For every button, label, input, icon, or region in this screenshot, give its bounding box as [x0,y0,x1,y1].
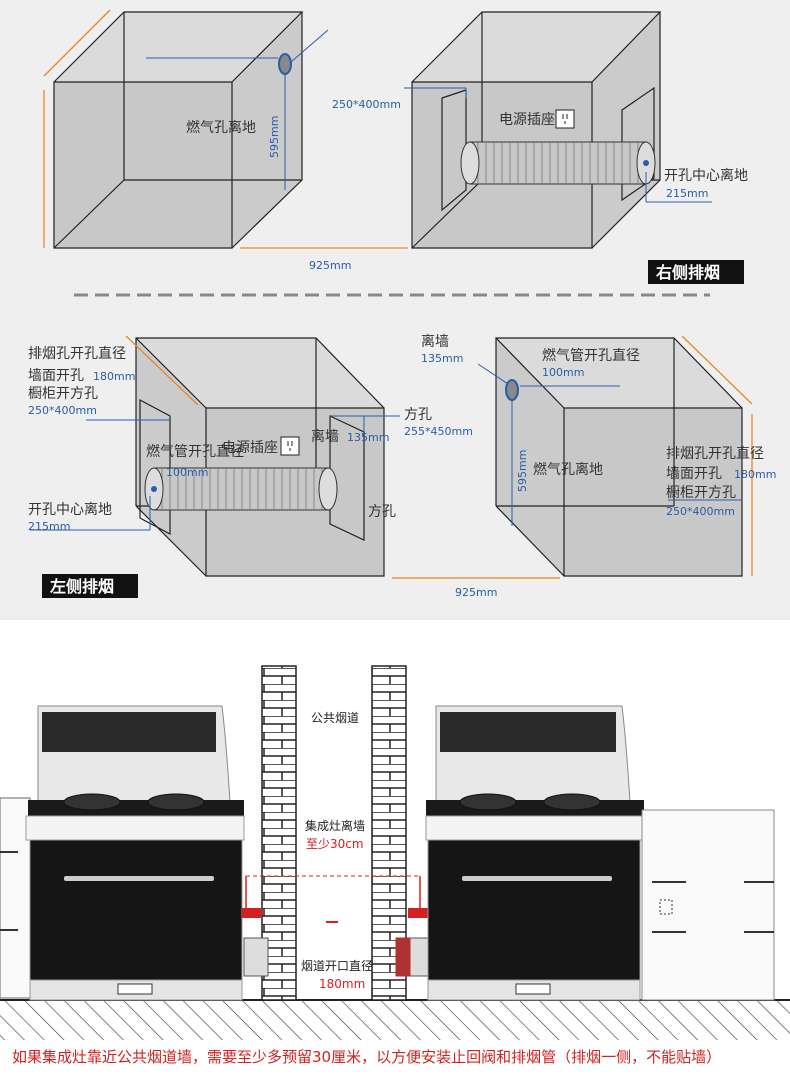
hole-center-label: 开孔中心离地 [664,167,748,184]
floor [0,1000,790,1040]
right-cabinet-label: 橱柜开方孔 [666,485,736,501]
socket-label: 电源插座 [499,112,555,128]
flue-opening-dim: 180mm [319,977,365,991]
hole-center-dim-left: 215mm [28,520,70,533]
gas-pipe-label: 燃气管开孔直径 [146,443,244,460]
right-gas-hole-dim: 595mm [516,450,529,492]
right-wall-hole-label: 墙面开孔 [666,466,722,482]
cabinet-hole-label: 橱柜开方孔 [28,386,98,402]
left-damper [242,908,262,918]
right-exhaust-label: 排烟孔开孔直径 [666,445,764,462]
diagram-right-exhaust: 电源插座 250*400mm 开孔中心离地 215mm 右侧排烟 [332,11,748,284]
wall-dist-label: 离墙 [311,428,339,445]
right-wall-dim: 135mm [421,352,463,365]
square-hole-dim-left: 255*450mm [404,425,473,438]
right-wall-label: 离墙 [421,333,449,350]
right-gas-pipe-dim: 100mm [542,366,584,379]
socket-label-left: 电源插座 [222,440,278,456]
socket-icon [555,109,575,129]
gas-hole-icon [278,53,292,75]
left-side-cabinet [0,797,31,999]
stove-wall-dim: 至少30cm [306,837,364,851]
gas-hole-label: 燃气孔离地 [186,119,256,136]
gas-pipe-dim: 100mm [166,466,208,479]
cabinet-diagrams: 燃气孔离地 595mm 925mm [28,9,776,599]
wall-hole-label: 墙面开孔 [28,368,84,384]
flue-label: 公共烟道 [311,711,359,725]
stove-wall-label: 集成灶离墙 [305,818,365,833]
right-wall-hole-dim: 180mm [734,468,776,481]
square-hole-dim: 250*400mm [332,98,401,111]
square-hole-label-2: 方孔 [368,504,396,520]
width-dim: 925mm [309,259,351,272]
square-hole-label: 方孔 [404,407,432,423]
right-integrated-stove [425,705,644,1001]
check-valve [395,937,411,977]
flue-opening-label: 烟道开口直径 [301,959,373,973]
left-exhaust-tag [42,574,138,598]
left-integrated-stove [25,705,245,1001]
diagram-left-exhaust: 排烟孔开孔直径 墙面开孔 180mm 橱柜开方孔 250*400mm 燃气管开孔… [28,335,560,598]
exhaust-hole-label: 排烟孔开孔直径 [28,345,126,362]
right-side-cabinet [641,809,775,1001]
right-damper [408,908,428,918]
right-gas-pipe-label: 燃气管开孔直径 [542,347,640,364]
right-exhaust-tag-text: 右侧排烟 [656,263,720,282]
hole-center-dim: 215mm [666,187,708,200]
wall-dist-dim: 135mm [347,431,389,444]
socket-icon-left [280,436,300,456]
left-exhaust-tag-text: 左侧排烟 [49,577,114,596]
gas-hole-height: 595mm [268,116,281,158]
installation-dimensions-panel: 燃气孔离地 595mm 925mm [0,0,790,620]
right-gas-hole-label: 燃气孔离地 [533,461,603,478]
flue-diagram: 公共烟道 集成灶离墙 至少30cm 烟道开口直径 180mm 如果集成灶靠近公共… [0,665,790,1066]
width-dim-left: 925mm [455,586,497,599]
hole-center-label-left: 开孔中心离地 [28,501,112,518]
left-exhaust-pipe [243,937,269,977]
gas-hole-icon-right [505,379,519,401]
cabinet-hole-dim: 250*400mm [28,404,97,417]
flue-installation-panel: 公共烟道 集成灶离墙 至少30cm 烟道开口直径 180mm 如果集成灶靠近公共… [0,620,790,1083]
right-cabinet-dim: 250*400mm [666,505,735,518]
diagram-left-gas: 离墙 135mm 燃气管开孔直径 100mm 燃气孔离地 595mm 排烟孔开孔… [421,333,776,599]
diagram-right-gas: 燃气孔离地 595mm 925mm [43,9,408,272]
installation-note: 如果集成灶靠近公共烟道墙，需要至少多预留30厘米，以方便安装止回阀和排烟管（排烟… [12,1048,721,1066]
right-exhaust-tag [648,260,744,284]
wall-hole-dim: 180mm [93,370,135,383]
